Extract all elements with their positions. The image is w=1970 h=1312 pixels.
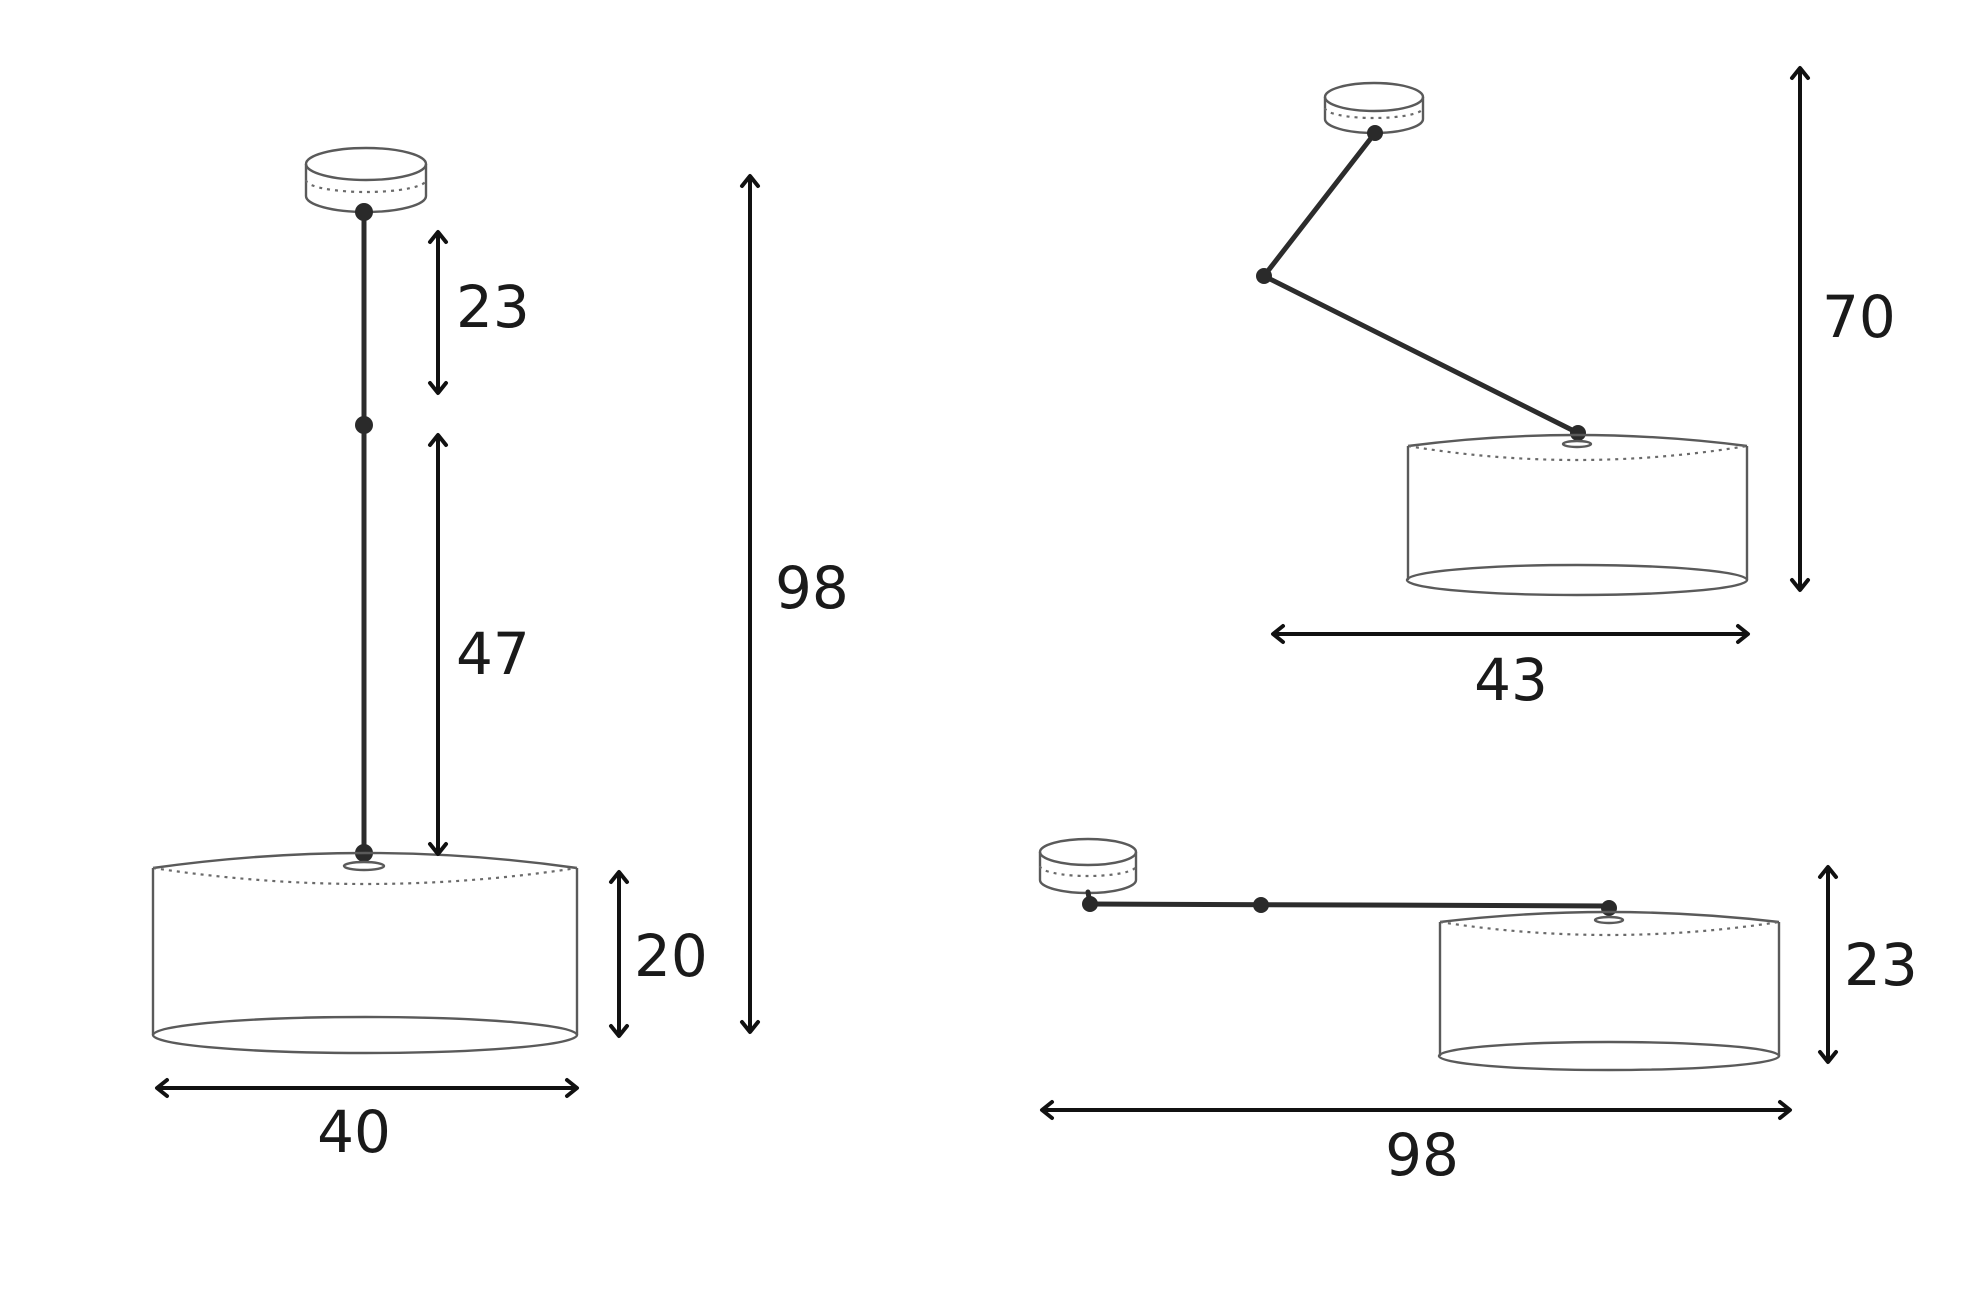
pendant-shade: [151, 851, 579, 1055]
horizontal-arm: [1087, 901, 1612, 909]
angled-elbow-joint: [1256, 268, 1272, 284]
pendant-lower-cable-label: 47: [456, 620, 530, 688]
angled-total-height-dimension: 70: [1790, 66, 1896, 592]
pendant-shade-width-dimension: 40: [155, 1078, 579, 1166]
angled-arm: [1260, 130, 1581, 436]
pendant-top-joint: [355, 203, 373, 221]
horizontal-height-dimension: 23: [1818, 865, 1918, 1064]
angled-shade: [1405, 433, 1749, 597]
horizontal-mid-joint: [1253, 897, 1269, 913]
pendant-shade-height-dimension: 20: [609, 870, 708, 1038]
horizontal-shade: [1437, 910, 1781, 1072]
angled-view: 70 43: [1256, 66, 1896, 714]
pendant-ceiling-canopy: [304, 146, 428, 214]
horizontal-height-label: 23: [1844, 931, 1918, 999]
pendant-shade-height-label: 20: [634, 922, 708, 990]
horizontal-ceiling-canopy: [1038, 837, 1138, 895]
pendant-total-height-dimension: 98: [740, 174, 849, 1034]
horizontal-total-length-label: 98: [1385, 1121, 1459, 1189]
horizontal-view: 23 98: [1038, 837, 1918, 1189]
angled-shade-joint: [1570, 425, 1586, 441]
angled-width-dimension: 43: [1271, 624, 1750, 714]
pendant-mid-joint: [355, 416, 373, 434]
pendant-upper-cable-dimension: 23: [428, 230, 530, 395]
pendant-view: 23 47 98 20: [151, 146, 849, 1166]
angled-total-height-label: 70: [1822, 283, 1896, 351]
horizontal-total-length-dimension: 98: [1040, 1100, 1792, 1189]
pendant-upper-cable-label: 23: [456, 273, 530, 341]
pendant-total-height-label: 98: [775, 554, 849, 622]
angled-top-joint: [1367, 125, 1383, 141]
pendant-lower-cable-dimension: 47: [428, 433, 530, 856]
pendant-shade-width-label: 40: [317, 1098, 391, 1166]
horizontal-left-joint: [1082, 896, 1098, 912]
angled-width-label: 43: [1474, 646, 1548, 714]
horizontal-shade-joint: [1601, 900, 1617, 916]
